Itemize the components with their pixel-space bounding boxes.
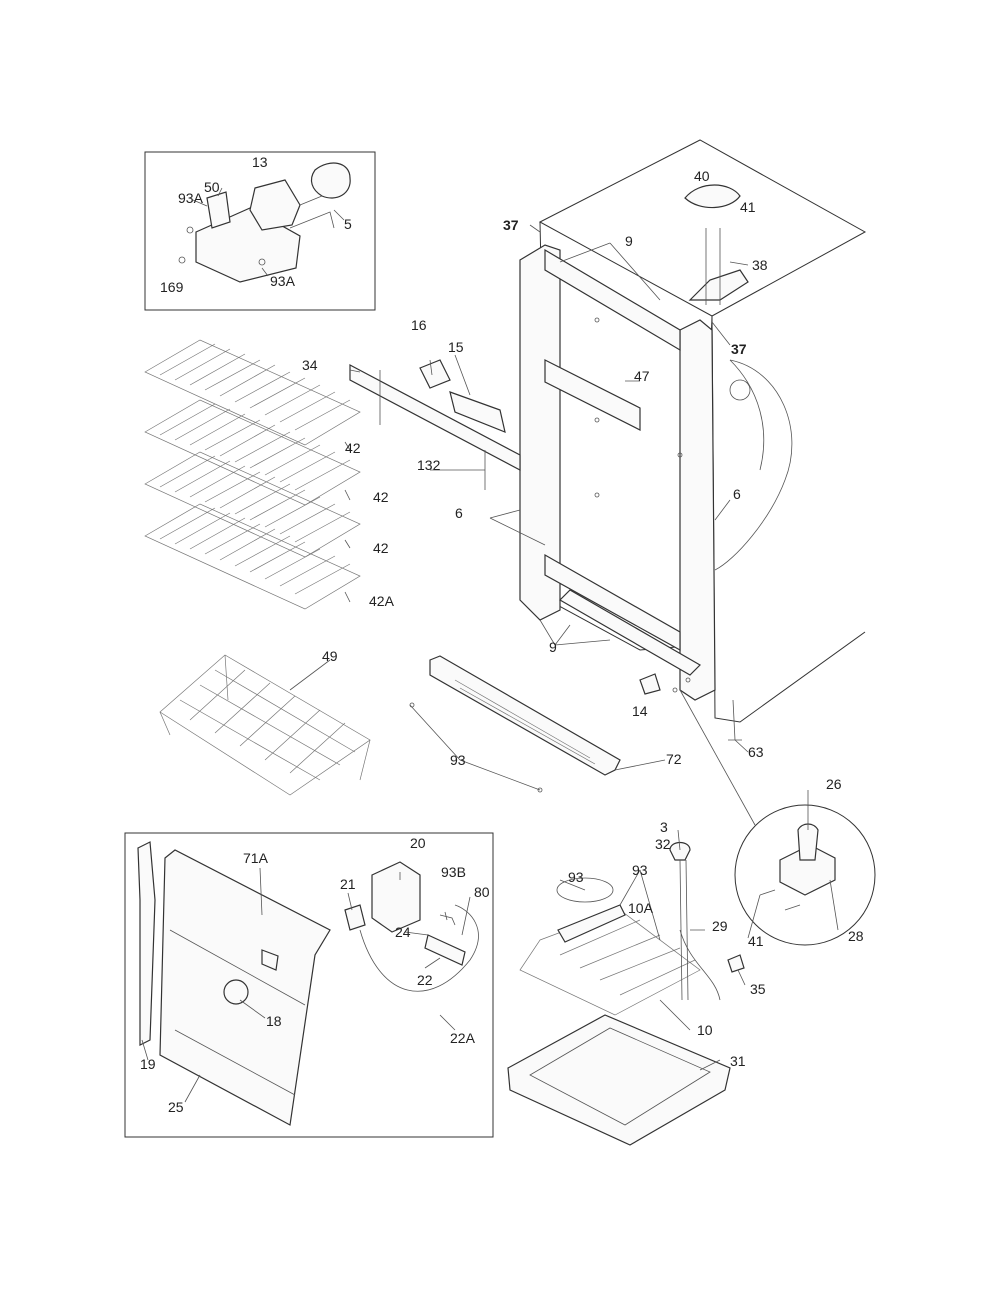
label-28: 28 <box>848 928 864 944</box>
label-14: 14 <box>632 703 648 719</box>
label-80: 80 <box>474 884 490 900</box>
label-93-mid: 93 <box>450 752 466 768</box>
label-37-top: 37 <box>503 217 519 233</box>
label-40: 40 <box>694 168 710 184</box>
top-hinge <box>684 184 749 305</box>
label-29: 29 <box>712 918 728 934</box>
leader-lines <box>141 224 839 1103</box>
drain-pan-assembly <box>507 841 745 1146</box>
label-5: 5 <box>344 216 352 232</box>
label-34: 34 <box>302 357 318 373</box>
evaporator-cover-inset <box>124 832 494 1138</box>
label-93a-2: 93A <box>270 273 296 289</box>
label-31: 31 <box>730 1053 746 1069</box>
label-93-b: 93 <box>632 862 648 878</box>
label-50: 50 <box>204 179 220 195</box>
cabinet-frame <box>519 139 867 723</box>
label-35: 35 <box>750 981 766 997</box>
label-9-bottom: 9 <box>549 639 557 655</box>
wire-basket <box>159 654 371 796</box>
label-13: 13 <box>252 154 268 170</box>
label-3: 3 <box>660 819 668 835</box>
label-32: 32 <box>655 836 671 852</box>
part-labels: 13 50 93A 5 93A 169 40 41 37 9 38 37 16 … <box>140 154 864 1115</box>
label-42-1: 42 <box>345 440 361 456</box>
lock-assembly-inset <box>144 151 376 311</box>
hinge-detail-inset <box>734 804 876 946</box>
label-41-top: 41 <box>740 199 756 215</box>
label-93-a: 93 <box>568 869 584 885</box>
label-71a: 71A <box>243 850 269 866</box>
label-26: 26 <box>826 776 842 792</box>
label-132: 132 <box>417 457 441 473</box>
label-6-right: 6 <box>733 486 741 502</box>
label-22: 22 <box>417 972 433 988</box>
label-6-left: 6 <box>455 505 463 521</box>
label-10: 10 <box>697 1022 713 1038</box>
label-21: 21 <box>340 876 356 892</box>
label-24: 24 <box>395 924 411 940</box>
label-93a-1: 93A <box>178 190 204 206</box>
label-169: 169 <box>160 279 184 295</box>
label-20: 20 <box>410 835 426 851</box>
label-37-right: 37 <box>731 341 747 357</box>
label-10a: 10A <box>628 900 654 916</box>
label-15: 15 <box>448 339 464 355</box>
label-22a: 22A <box>450 1030 476 1046</box>
label-49: 49 <box>322 648 338 664</box>
label-93b: 93B <box>441 864 466 880</box>
label-72: 72 <box>666 751 682 767</box>
wire-shelves <box>144 339 361 610</box>
label-42-2: 42 <box>373 489 389 505</box>
label-18: 18 <box>266 1013 282 1029</box>
label-63: 63 <box>748 744 764 760</box>
label-42-3: 42 <box>373 540 389 556</box>
label-47: 47 <box>634 368 650 384</box>
label-25: 25 <box>168 1099 184 1115</box>
label-38: 38 <box>752 257 768 273</box>
label-19: 19 <box>140 1056 156 1072</box>
label-9-top: 9 <box>625 233 633 249</box>
label-16: 16 <box>411 317 427 333</box>
label-41-bottom: 41 <box>748 933 764 949</box>
label-42a: 42A <box>369 593 395 609</box>
